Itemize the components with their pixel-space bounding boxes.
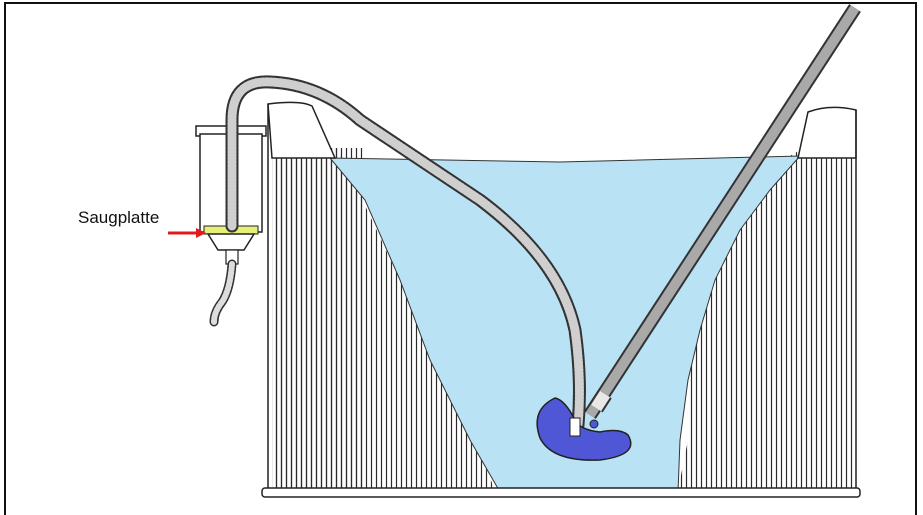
suction-plate-label: Saugplatte — [78, 208, 159, 228]
pool-floor — [262, 488, 860, 497]
